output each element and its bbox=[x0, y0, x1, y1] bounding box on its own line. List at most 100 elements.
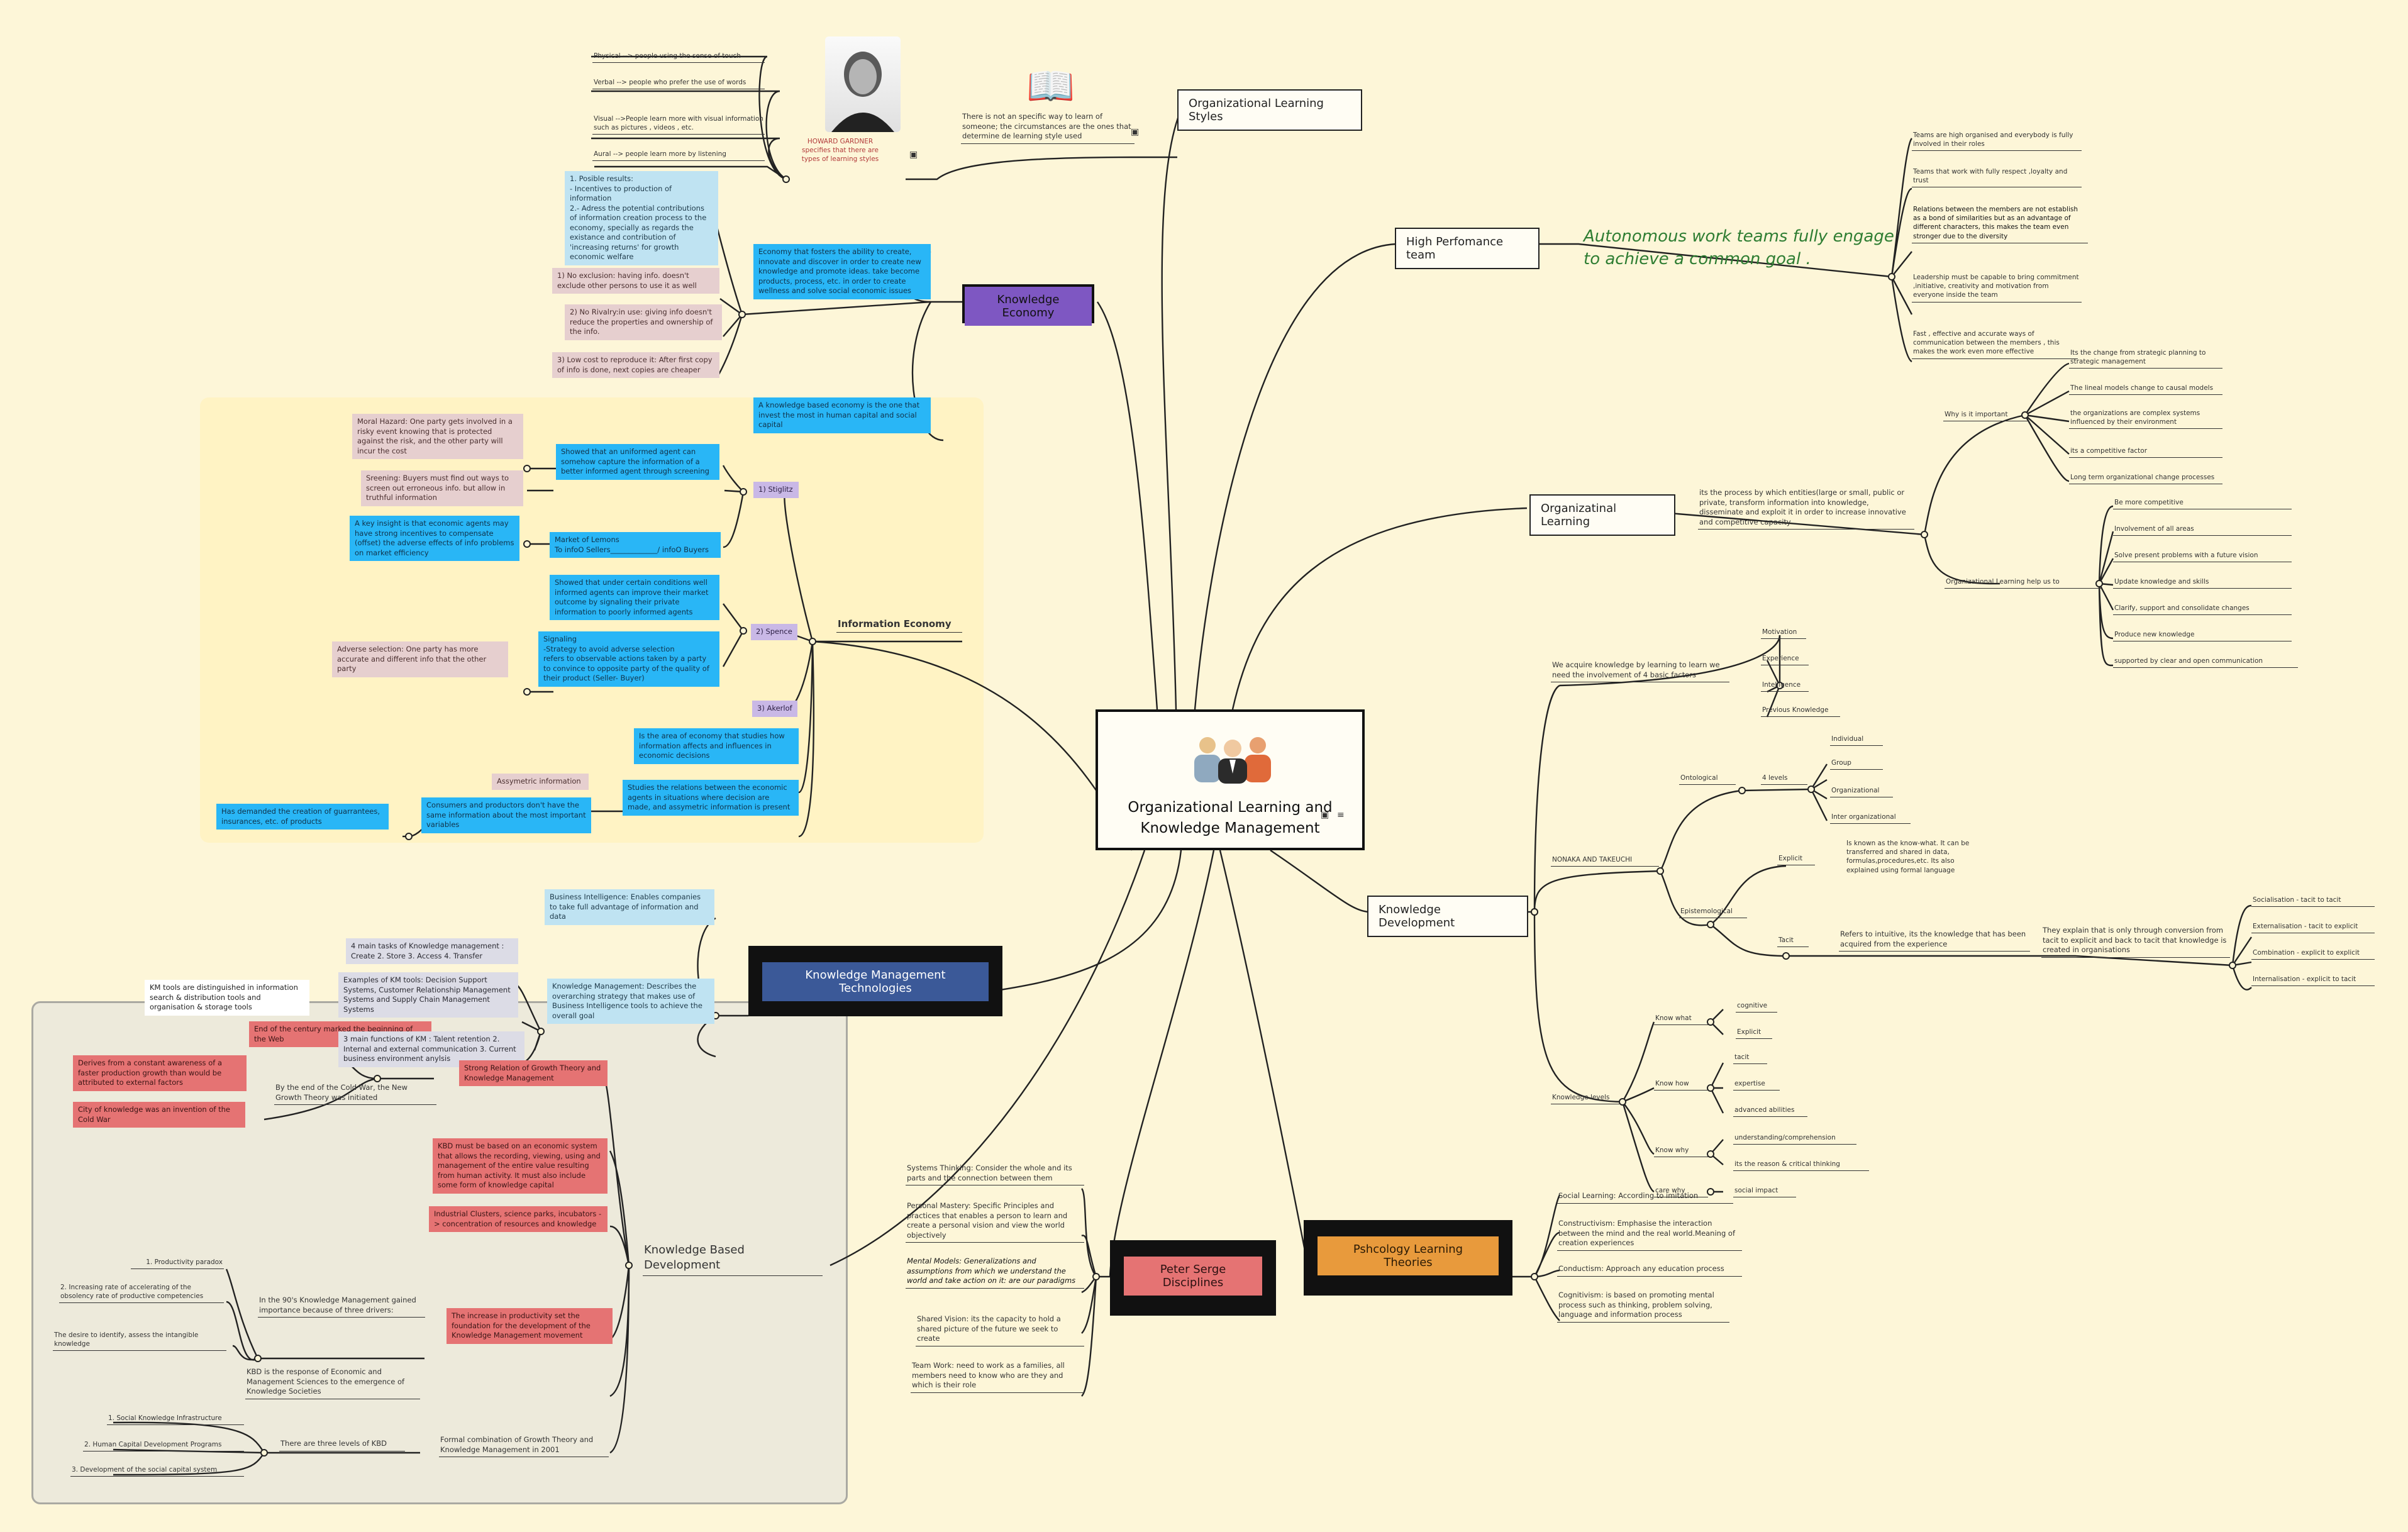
kbd-productivity-increase: The increase in productivity set the fou… bbox=[447, 1308, 613, 1344]
gardner-text: HOWARD GARDNER specifies that there are … bbox=[801, 138, 879, 164]
central-topic[interactable]: Organizational Learning and Knowledge Ma… bbox=[1096, 709, 1365, 850]
ke-definition: Economy that fosters the ability to crea… bbox=[753, 244, 931, 299]
kd-kh-expertise: expertise bbox=[1733, 1079, 1780, 1091]
km-tech-title: Knowledge Management Technologies bbox=[762, 962, 989, 1001]
senge-shared-vision: Shared Vision: its the capacity to hold … bbox=[916, 1314, 1084, 1346]
kbd-driver-2: 2. Increasing rate of accelerating of th… bbox=[59, 1283, 224, 1304]
camera-icon: ▣ bbox=[1131, 127, 1140, 137]
hp-item-1: Teams are high organised and everybody i… bbox=[1912, 131, 2082, 152]
kd-level-individual: Individual bbox=[1830, 735, 1883, 747]
ol-help-1: Be more competitive bbox=[2113, 498, 2292, 510]
book-icon: 📖 bbox=[1026, 63, 1075, 109]
kd-care-why: care why bbox=[1654, 1186, 1708, 1198]
kd-cw-social-impact: social impact bbox=[1733, 1186, 1796, 1198]
kd-kh-advanced: advanced abilities bbox=[1733, 1106, 1807, 1118]
adverse-selection: Adverse selection: One party has more ac… bbox=[332, 641, 508, 677]
ol-why-important: Why is it important bbox=[1943, 410, 2028, 422]
kd-kw-cognitive: cognitive bbox=[1736, 1001, 1777, 1013]
high-perf-quote: Autonomous work teams fully engage to ac… bbox=[1584, 227, 1894, 269]
screening: Sreening: Buyers must find out ways to s… bbox=[361, 470, 523, 506]
ol-help-4: Update knowledge and skills bbox=[2113, 577, 2292, 589]
kbd-response: KBD is the response of Economic and Mana… bbox=[245, 1367, 420, 1399]
kd-level-group: Group bbox=[1830, 758, 1883, 770]
information-economy-title[interactable]: Information Economy bbox=[836, 618, 962, 633]
kd-epistemological: Epistemological bbox=[1679, 907, 1747, 919]
key-insight: A key insight is that economic agents ma… bbox=[350, 516, 519, 562]
kd-mode-externalisation: Externalisation - tacit to explicit bbox=[2251, 922, 2375, 934]
ol-why-3: the organizations are complex systems in… bbox=[2069, 409, 2222, 430]
psych-cognitivism: Cognitivism: is based on promoting menta… bbox=[1557, 1291, 1729, 1323]
ol-definition: its the process by which entities(large … bbox=[1698, 488, 1914, 530]
kbd-driver-3: The desire to identify, assess the intan… bbox=[53, 1331, 226, 1352]
kbd-formal-combination: Formal combination of Growth Theory and … bbox=[439, 1435, 609, 1458]
moral-hazard: Moral Hazard: One party gets involved in… bbox=[352, 414, 523, 460]
kd-know-what: Know what bbox=[1654, 1014, 1708, 1026]
gardner-portrait bbox=[825, 36, 901, 132]
signaling: Signaling -Strategy to avoid adverse sel… bbox=[538, 631, 719, 687]
high-perf-topic[interactable]: High Perfomance team bbox=[1395, 228, 1540, 269]
km-tools-examples: Examples of KM tools: Decision Support S… bbox=[338, 972, 518, 1018]
stiglitz-label: 1) Stiglitz bbox=[753, 482, 799, 498]
knowledge-dev-title: Knowledge Development bbox=[1379, 903, 1455, 930]
ke-point-no-exclusion: 1) No exclusion: having info. doesn't ex… bbox=[552, 268, 719, 294]
spence-text: Showed that under certain conditions wel… bbox=[550, 575, 719, 621]
kd-tacit: Tacit bbox=[1777, 936, 1809, 948]
org-learning-topic[interactable]: Organizatinal Learning bbox=[1529, 494, 1675, 536]
kd-kwhy-reason: its the reason & critical thinking bbox=[1733, 1160, 1869, 1172]
kd-level-inter: Inter organizational bbox=[1830, 813, 1911, 824]
km-main-functions: 3 main functions of KM : Talent retentio… bbox=[338, 1031, 524, 1067]
kd-kh-tacit: tacit bbox=[1733, 1053, 1767, 1065]
kd-knowledge-levels: Knowledge levels bbox=[1551, 1093, 1621, 1105]
senge-systems-thinking: Systems Thinking: Consider the whole and… bbox=[906, 1163, 1084, 1186]
kbd-three-levels: There are three levels of KBD bbox=[279, 1439, 405, 1452]
kbd-title[interactable]: Knowledge Based Development bbox=[643, 1243, 823, 1276]
people-icon bbox=[1194, 737, 1271, 784]
high-perf-title: High Perfomance team bbox=[1406, 235, 1504, 262]
style-verbal: Verbal --> people who prefer the use of … bbox=[592, 78, 765, 90]
senge-title: Peter Serge Disciplines bbox=[1124, 1257, 1262, 1296]
central-title: Organizational Learning and Knowledge Ma… bbox=[1128, 799, 1333, 837]
ol-why-5: Long term organizational change processe… bbox=[2069, 473, 2222, 485]
kd-nonaka: NONAKA AND TAKEUCHI bbox=[1551, 855, 1659, 867]
kd-ontological: Ontological bbox=[1679, 774, 1736, 785]
km-tools-distinguished: KM tools are distinguished in informatio… bbox=[145, 980, 309, 1016]
notes-icon: ≡ bbox=[1337, 810, 1345, 820]
psych-constructivism: Constructivism: Emphasise the interactio… bbox=[1557, 1219, 1742, 1251]
ol-help: Organizational Learning help us to bbox=[1945, 577, 2102, 589]
senge-personal-mastery: Personal Mastery: Specific Principles an… bbox=[906, 1201, 1084, 1243]
kbd-derives: Derives from a constant awareness of a f… bbox=[73, 1055, 247, 1091]
knowledge-economy-topic[interactable]: Knowledge Economy bbox=[962, 284, 1094, 326]
org-learning-styles-title: Organizational Learning Styles bbox=[1189, 97, 1324, 123]
camera-icon: ▣ bbox=[909, 150, 918, 160]
psych-title: Pshcology Learning Theories bbox=[1318, 1236, 1499, 1275]
kd-kw-explicit: Explicit bbox=[1736, 1028, 1772, 1040]
kd-conversion: They explain that is only through conver… bbox=[2041, 926, 2230, 958]
kbd-industrial-clusters: Industrial Clusters, science parks, incu… bbox=[429, 1206, 608, 1233]
learning-style-intro: There is not an specific way to learn of… bbox=[961, 112, 1135, 144]
ol-why-4: its a competitive factor bbox=[2069, 447, 2222, 458]
ol-help-2: Involvement of all areas bbox=[2113, 525, 2292, 536]
knowledge-economy-title: Knowledge Economy bbox=[965, 287, 1092, 326]
kbd-driver-1: 1. Productivity paradox bbox=[131, 1258, 224, 1270]
psych-conductism: Conductism: Approach any education proce… bbox=[1557, 1264, 1742, 1277]
kd-mode-internalisation: Internalisation - explicit to tacit bbox=[2251, 975, 2375, 987]
knowledge-dev-topic[interactable]: Knowledge Development bbox=[1367, 896, 1528, 937]
kd-know-why: Know why bbox=[1654, 1146, 1708, 1158]
kd-mode-socialisation: Socialisation - tacit to tacit bbox=[2251, 896, 2375, 908]
psych-topic[interactable]: Pshcology Learning Theories bbox=[1304, 1220, 1512, 1296]
psych-social-learning: Social Learning: According to imitation bbox=[1557, 1191, 1733, 1204]
senge-topic[interactable]: Peter Serge Disciplines bbox=[1110, 1240, 1276, 1316]
camera-icon: ▣ bbox=[1321, 810, 1329, 820]
kbd-city-of-knowledge: City of knowledge was an invention of th… bbox=[73, 1102, 245, 1128]
kd-kwhy-understanding: understanding/comprehension bbox=[1733, 1133, 1856, 1145]
kbd-economic-system: KBD must be based on an economic system … bbox=[433, 1138, 608, 1194]
ke-point-results: 1. Posible results: - Incentives to prod… bbox=[565, 171, 718, 265]
org-learning-styles-topic[interactable]: Organizational Learning Styles bbox=[1177, 89, 1362, 131]
ol-help-3: Solve present problems with a future vis… bbox=[2113, 551, 2292, 563]
km-tech-topic[interactable]: Knowledge Management Technologies bbox=[748, 946, 1002, 1016]
ke-point-no-rivalry: 2) No Rivalry:in use: giving info doesn'… bbox=[565, 304, 722, 340]
kd-tacit-text: Refers to intuitive, its the knowledge t… bbox=[1839, 930, 2030, 952]
knowledge-management-def: Knowledge Management: Describes the over… bbox=[547, 979, 714, 1024]
kbd-growth-relation: Strong Relation of Growth Theory and Kno… bbox=[459, 1060, 608, 1087]
kd-acquire: We acquire knowledge by learning to lear… bbox=[1551, 660, 1729, 683]
